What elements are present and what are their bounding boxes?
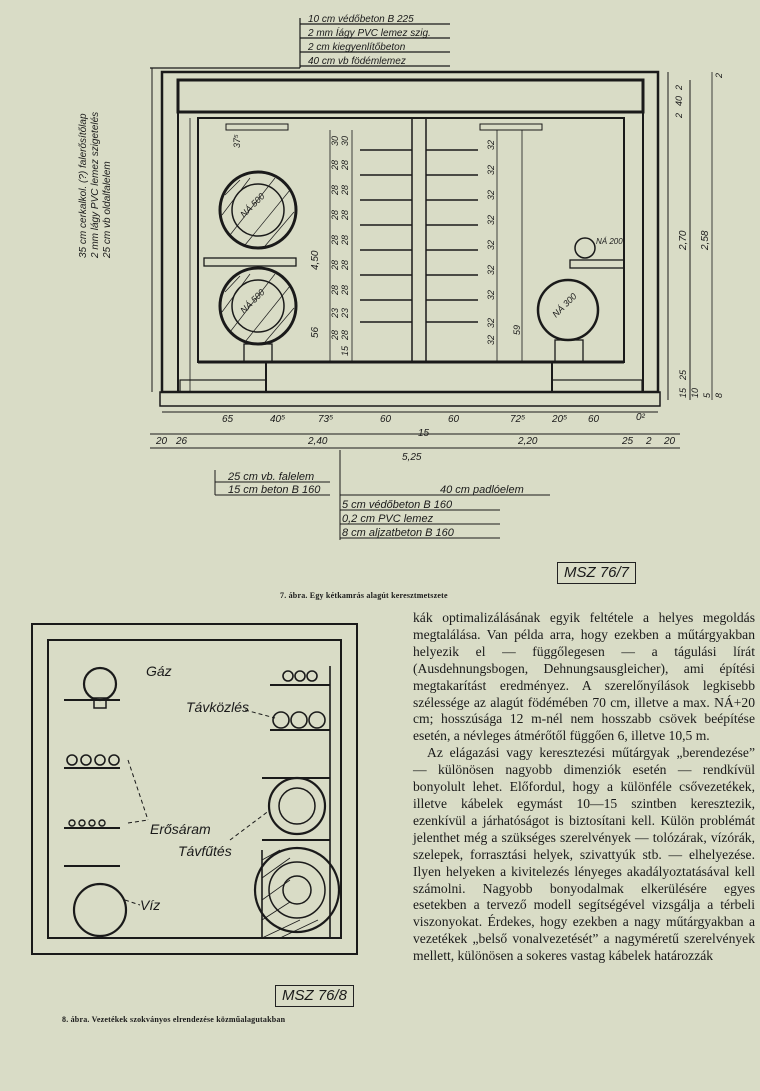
fig7-shelf-dim: 28	[340, 330, 350, 341]
fig7-shelf-dim: 28	[340, 210, 350, 221]
fig7-reference-box: MSZ 76/7	[557, 562, 637, 584]
fig7-mid-dim: 32	[486, 290, 496, 300]
fig7-bottom-dim: 2,40	[307, 436, 328, 447]
fig7-bottom-dim: 73⁵	[318, 414, 333, 425]
fig7-shelf-dim: 28	[330, 260, 340, 271]
fig7-right-dim: 2	[674, 85, 684, 91]
fig7-bottom-dim: 60	[380, 414, 392, 425]
figure-7-cross-section: 10 cm védőbeton B 225 2 mm Íágy PVC leme…	[78, 14, 724, 540]
fig7-top-label-3: 2 cm kiegyenlítőbeton	[307, 42, 406, 53]
fig7-bottom-dim: 15	[418, 428, 430, 439]
fig7-left-label-1: 35 cm cerkalkol. (?) falerősítőlap	[78, 113, 89, 258]
fig7-shelf-dim: 28	[330, 285, 340, 296]
fig7-shelf-dim: 28	[340, 160, 350, 171]
fig7-left-label-3: 25 cm vb oldalfalelem	[102, 161, 113, 259]
fig7-top-label-4: 40 cm vb födémlemez	[308, 56, 406, 67]
fig7-right-dim: 8	[714, 393, 724, 398]
fig7-right-dim: 2	[674, 113, 684, 119]
fig7-left-label-2: 2 mm lágy PVC lemez szigetelés	[90, 112, 101, 259]
fig7-right-dim: 25	[678, 369, 688, 381]
fig7-right-dim: 2,70	[678, 230, 689, 251]
fig7-mid-dim: 32	[486, 165, 496, 175]
fig8-label-heating: Távfűtés	[178, 843, 232, 859]
fig8-label-water: Víz	[140, 897, 160, 913]
fig7-bottom-label-2: 15 cm beton B 160	[228, 484, 321, 496]
fig8-label-telecom: Távközlés	[186, 699, 249, 715]
fig7-bottom-dim: 72⁵	[510, 414, 525, 425]
fig7-shelf-dim: 28	[330, 160, 340, 171]
fig7-bottom-label-4: 5 cm védőbeton B 160	[342, 499, 453, 511]
fig7-right-dim: 2	[714, 73, 724, 79]
fig7-shelf-dim: 30	[340, 136, 350, 146]
fig8-caption: 8. ábra. Vezetékek szokványos elrendezés…	[62, 1015, 286, 1024]
figure-8-pipe-arrangement: Gáz Távközlés Erősáram Távfűtés Víz	[31, 623, 358, 955]
fig7-bottom-dim: 40⁵	[270, 414, 285, 425]
fig7-bottom-dim: 60	[588, 414, 600, 425]
fig7-shelf-dim: 23	[340, 308, 350, 319]
body-text: kák optimalizálásának egyik feltétele a …	[413, 610, 755, 965]
fig7-dim-left-1: 37⁵	[232, 134, 242, 148]
fig7-shelf-dim: 28	[330, 330, 340, 341]
fig7-bottom-label-3: 40 cm padlóelem	[440, 484, 524, 496]
fig7-pipe-label-1: NÁ 500	[238, 191, 266, 219]
fig7-bottom-dim: 20⁵	[551, 414, 567, 425]
fig7-bottom-dim: 2	[645, 436, 652, 447]
fig7-bottom-dim: 20	[663, 436, 676, 447]
fig7-mid-dim: 32	[486, 335, 496, 345]
fig7-right-dim: 40	[674, 96, 684, 106]
fig7-pipe-label-3: NÁ 300	[550, 291, 578, 319]
fig7-dim-left-4: 15	[340, 345, 350, 356]
fig8-reference-box: MSZ 76/8	[275, 985, 355, 1007]
fig7-bottom-dim: 25	[621, 436, 634, 447]
fig7-bottom-label-6: 8 cm aljzatbeton B 160	[342, 527, 455, 539]
fig7-shelf-dim: 28	[330, 185, 340, 196]
fig7-total-dim: 5,25	[402, 452, 422, 463]
fig7-bottom-label-1: 25 cm vb. falelem	[227, 471, 314, 483]
fig7-shelf-dim: 28	[340, 185, 350, 196]
fig7-shelf-dim: 28	[340, 235, 350, 246]
fig8-label-power: Erősáram	[150, 821, 211, 837]
fig7-bottom-label-5: 0,2 cm PVC lemez	[342, 513, 434, 525]
fig7-mid-dim: 32	[486, 215, 496, 225]
fig7-pipe-label-4: NÁ 200	[596, 237, 623, 246]
fig7-right-dim: 2,58	[700, 230, 711, 251]
fig7-shelf-dim: 30	[330, 136, 340, 146]
fig7-shelf-dim: 23	[330, 308, 340, 319]
fig7-shelf-dim: 28	[330, 210, 340, 221]
fig7-dim-left-3: 56	[310, 326, 321, 338]
fig7-bottom-dim: 20	[155, 436, 168, 447]
fig7-pipe-label-2: NÁ 500	[238, 287, 266, 315]
fig7-right-dim: 15	[678, 387, 688, 398]
paragraph: Az elágazási vagy keresztezési műtárgyak…	[413, 745, 755, 964]
fig7-bottom-dim: 0²	[636, 412, 646, 423]
paragraph: kák optimalizálásának egyik feltétele a …	[413, 610, 755, 744]
fig7-right-dim: 5	[702, 392, 712, 398]
fig7-bottom-dim: 2,20	[517, 436, 538, 447]
fig7-shelf-dim: 28	[340, 285, 350, 296]
fig7-mid-dim: 32	[486, 240, 496, 250]
fig7-mid-dim: 32	[486, 318, 496, 328]
fig7-mid-dim: 32	[486, 265, 496, 275]
fig8-label-gas: Gáz	[146, 663, 172, 679]
fig7-top-label-2: 2 mm Íágy PVC lemez szig.	[307, 26, 431, 39]
fig7-bottom-dim: 60	[448, 414, 460, 425]
fig7-caption: 7. ábra. Egy kétkamrás alagút keresztmet…	[280, 591, 448, 600]
fig7-bottom-dim: 65	[222, 414, 234, 425]
fig7-shelf-dim: 28	[340, 260, 350, 271]
fig7-right-dim: 10	[690, 388, 700, 398]
fig7-top-label-1: 10 cm védőbeton B 225	[308, 14, 414, 25]
fig7-mid-dim: 32	[486, 140, 496, 150]
fig7-mid-dim: 32	[486, 190, 496, 200]
fig7-shelf-dim: 28	[330, 235, 340, 246]
fig7-bottom-dim: 26	[175, 436, 188, 447]
fig7-mid-dim: 59	[512, 325, 522, 335]
fig7-dim-left-2: 4,50	[310, 250, 321, 270]
